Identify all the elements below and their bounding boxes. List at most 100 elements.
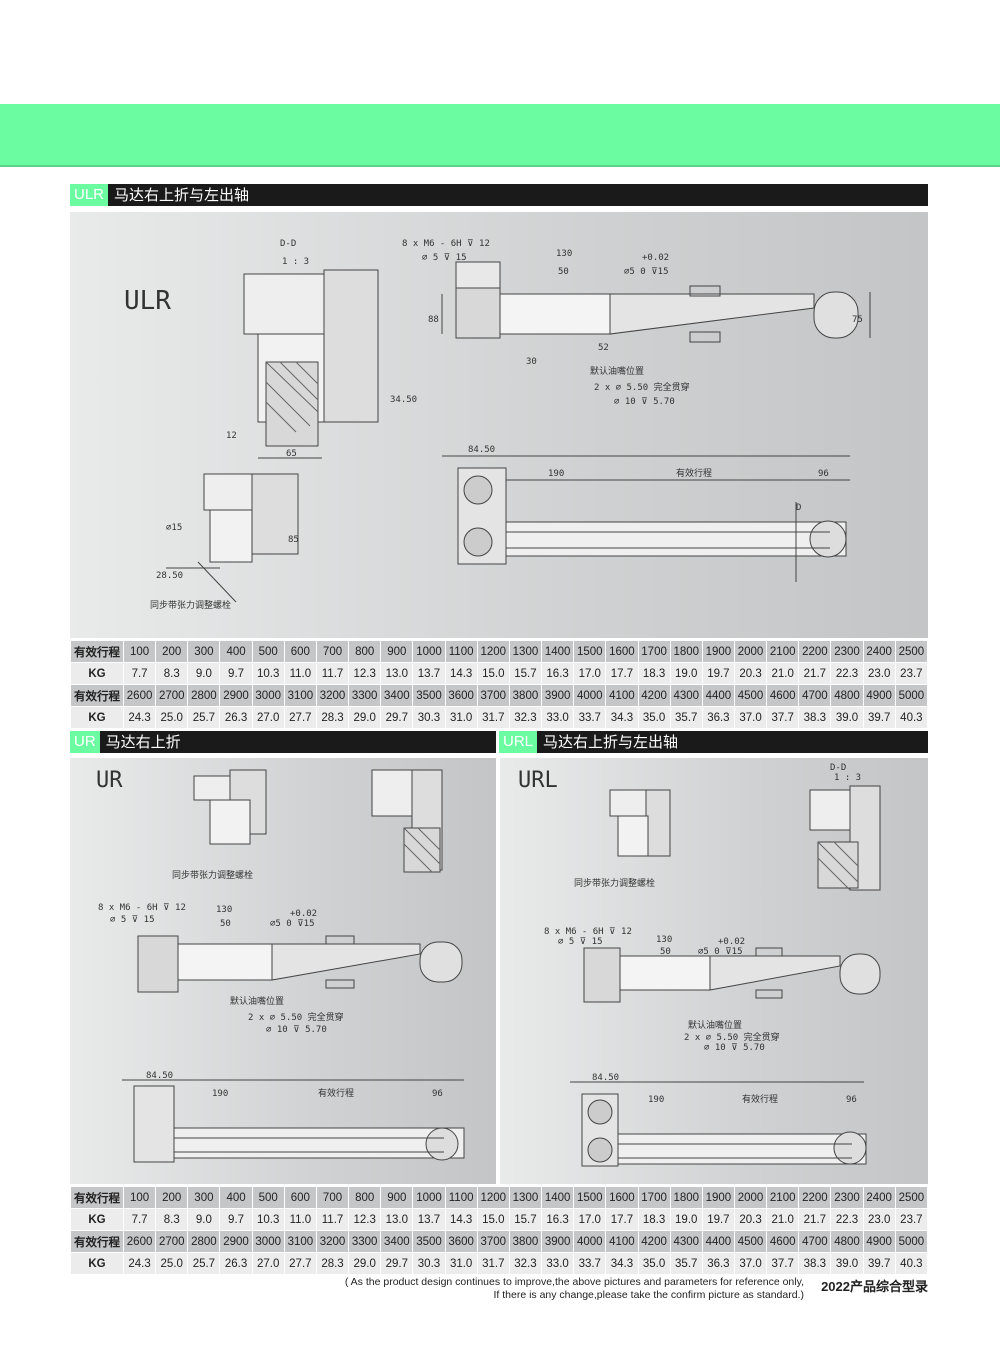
- table-cell: 9.0: [187, 1208, 221, 1231]
- label-130: 130: [216, 905, 232, 915]
- label-8450: 84.50: [592, 1073, 619, 1083]
- label-tension: 同步带张力调整螺栓: [150, 599, 231, 611]
- technical-drawing-url: D-D 1 : 3 8 x M6 - 6H ⊽ 12 ⌀ 5 ⊽ 15 130 …: [544, 763, 881, 1167]
- table-cell: 3500: [412, 684, 446, 707]
- label-stroke: 有效行程: [742, 1093, 778, 1105]
- table-cell: 300: [187, 640, 221, 663]
- table-cell: 11.0: [283, 1208, 317, 1231]
- table-cell: 15.7: [508, 662, 543, 685]
- table-cell: 19.0: [669, 1208, 703, 1231]
- table-cell: 4700: [798, 684, 832, 707]
- table-cell: 10.3: [251, 662, 285, 685]
- table-cell: 3400: [380, 684, 414, 707]
- table-cell: 29.7: [380, 706, 414, 729]
- model-label: ULR: [124, 286, 171, 316]
- table-cell: 24.3: [122, 1252, 157, 1275]
- table-cell: 31.0: [444, 706, 478, 729]
- table-cell: 17.0: [573, 1208, 607, 1231]
- label-oil: 默认油嘴位置: [590, 365, 644, 377]
- table-cell: 27.0: [251, 1252, 285, 1275]
- table-cell: 8.3: [155, 1208, 189, 1231]
- table-cell: 39.0: [830, 706, 864, 729]
- table-cell: 13.7: [412, 662, 446, 685]
- table-cell: 100: [122, 640, 157, 663]
- table-cell: 20.3: [733, 1208, 768, 1231]
- section-tag: ULR: [70, 184, 109, 206]
- model-label: URL: [518, 768, 558, 793]
- table-cell: 10.3: [251, 1208, 285, 1231]
- table-cell: 31.0: [444, 1252, 478, 1275]
- table-cell: 40.3: [894, 1252, 929, 1275]
- table-cell: 19.0: [669, 662, 703, 685]
- table-cell: 25.0: [155, 1252, 189, 1275]
- label-stroke: 有效行程: [676, 467, 712, 479]
- table-cell: 2300: [830, 640, 864, 663]
- drawing-panel-url: URL D-D 1 : 3 8 x M6 - 6H ⊽: [500, 758, 928, 1184]
- table-cell: 9.7: [219, 662, 253, 685]
- table-cell: 2400: [862, 640, 896, 663]
- label-tension: 同步带张力调整螺栓: [574, 877, 655, 889]
- label-75: 75: [852, 315, 863, 325]
- table-cell: 14.3: [444, 662, 478, 685]
- table-cell: 28.3: [315, 706, 350, 729]
- label-dd: D-D: [830, 763, 846, 773]
- table-cell: 4400: [701, 684, 735, 707]
- table-cell: 2100: [766, 1186, 800, 1209]
- table-cell: 28.3: [315, 1252, 350, 1275]
- table-cell: 2900: [219, 684, 253, 707]
- table-cell: 39.7: [862, 706, 896, 729]
- label-85: 85: [288, 535, 299, 545]
- table-cell: 400: [219, 640, 253, 663]
- table-cell: 31.7: [476, 1252, 510, 1275]
- label-hole: ⌀ 5 ⊽ 15: [422, 253, 467, 263]
- label-dd: D-D: [280, 239, 296, 249]
- label-hole: ⌀ 5 ⊽ 15: [558, 937, 603, 947]
- table-cell: 4000: [573, 1230, 607, 1253]
- label-52: 52: [598, 343, 609, 353]
- table-cell: 3300: [348, 1230, 382, 1253]
- table-cell: 5000: [894, 1230, 929, 1253]
- table-cell: 5000: [894, 684, 929, 707]
- table-cell: 17.0: [573, 662, 607, 685]
- table-cell: 35.7: [669, 1252, 703, 1275]
- table-cell: 3800: [508, 684, 543, 707]
- table-cell: 3000: [251, 684, 285, 707]
- kg-label: KG: [70, 1252, 124, 1275]
- table-cell: 800: [348, 1186, 382, 1209]
- table-cell: 27.0: [251, 706, 285, 729]
- table-cell: 3200: [315, 1230, 350, 1253]
- table-cell: 18.3: [637, 1208, 671, 1231]
- table-cell: 35.0: [637, 1252, 671, 1275]
- table-cell: 11.7: [315, 1208, 350, 1231]
- table-cell: 38.3: [798, 1252, 832, 1275]
- table-cell: 4500: [733, 684, 768, 707]
- table-cell: 700: [315, 640, 350, 663]
- table-cell: 32.3: [508, 706, 543, 729]
- label-oil: 默认油嘴位置: [230, 995, 284, 1007]
- table-cell: 1000: [412, 1186, 446, 1209]
- table-cell: 4000: [573, 684, 607, 707]
- label-tol: +0.02: [290, 909, 317, 919]
- table-cell: 19.7: [701, 1208, 735, 1231]
- stroke-label: 有效行程: [70, 640, 124, 663]
- table-cell: 37.7: [766, 706, 800, 729]
- table-cell: 3900: [541, 684, 575, 707]
- table-cell: 1600: [605, 640, 639, 663]
- label-oil: 默认油嘴位置: [688, 1019, 742, 1031]
- table-cell: 900: [380, 1186, 414, 1209]
- table-cell: 37.7: [766, 1252, 800, 1275]
- table-cell: 29.0: [348, 1252, 382, 1275]
- table-cell: 1900: [701, 640, 735, 663]
- label-pin: ⌀5 0 ⊽15: [270, 919, 315, 929]
- table-cell: 4900: [862, 1230, 896, 1253]
- label-through: 2 x ⌀ 5.50 完全贯穿: [248, 1011, 344, 1023]
- table-cell: 1000: [412, 640, 446, 663]
- table-cell: 2000: [733, 1186, 768, 1209]
- table-cell: 200: [155, 640, 189, 663]
- section-tag: URL: [499, 731, 538, 753]
- table-cell: 39.0: [830, 1252, 864, 1275]
- table-cell: 300: [187, 1186, 221, 1209]
- table-cell: 29.0: [348, 706, 382, 729]
- table-cell: 3700: [476, 1230, 510, 1253]
